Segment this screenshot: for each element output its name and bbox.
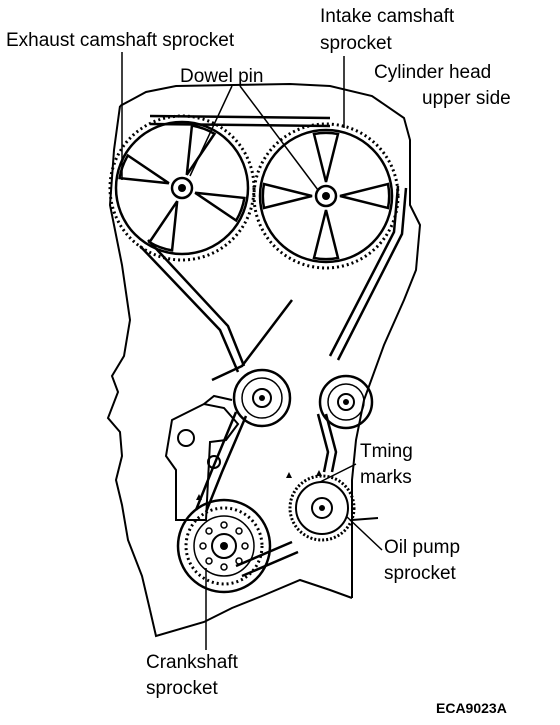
timing-belt (139, 114, 408, 578)
oil-pump-label-line2: sprocket (384, 563, 456, 584)
tensioner-bracket (164, 394, 240, 521)
timing-marks-label-line1: Tming (360, 441, 413, 462)
cylinder-head-label-line2: upper side (422, 88, 511, 109)
exhaust-sprocket-label: Exhaust camshaft sprocket (6, 30, 235, 51)
engine-block-outline (106, 82, 422, 638)
dowel-pin-label: Dowel pin (180, 66, 264, 87)
oil-pump-sprocket (288, 474, 356, 542)
intake-sprocket-label-line1: Intake camshaft (320, 6, 455, 27)
timing-mark-triangles (196, 470, 322, 500)
idler-pulley (318, 374, 374, 430)
oil-pump-label-line1: Oil pump (384, 537, 461, 558)
exhaust-camshaft-sprocket (108, 114, 256, 262)
cylinder-head-label-line1: Cylinder head (374, 62, 492, 83)
crankshaft-label-line2: sprocket (146, 678, 218, 699)
timing-marks-label-line2: marks (360, 467, 412, 488)
figure-code: ECA9023A (436, 700, 507, 716)
tensioner-pulley (232, 368, 292, 428)
intake-sprocket-label-line2: sprocket (320, 33, 392, 54)
crankshaft-label-line1: Crankshaft (146, 652, 238, 673)
leader-lines (121, 52, 383, 650)
intake-camshaft-sprocket (252, 122, 400, 270)
crankshaft-sprocket (176, 498, 272, 594)
